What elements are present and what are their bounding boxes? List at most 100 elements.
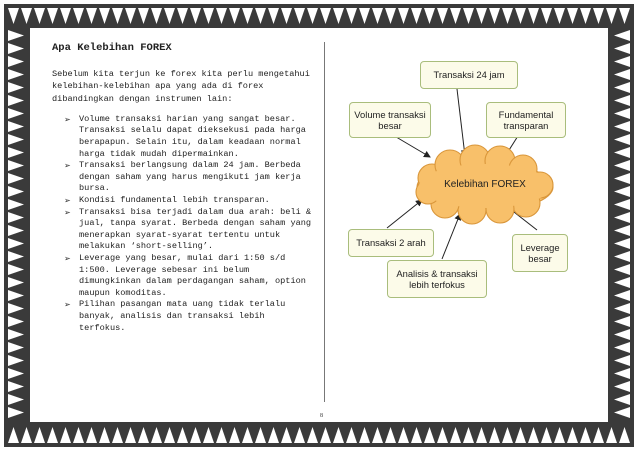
border-triangle xyxy=(614,238,630,249)
border-triangle xyxy=(60,8,71,24)
border-triangle xyxy=(125,427,136,443)
border-triangle xyxy=(8,329,24,340)
border-triangle xyxy=(203,427,214,443)
border-triangle xyxy=(86,8,97,24)
border-triangle xyxy=(8,69,24,80)
border-triangle xyxy=(372,427,383,443)
border-triangle xyxy=(333,8,344,24)
border-triangle xyxy=(614,251,630,262)
border-triangle xyxy=(614,69,630,80)
border-triangle xyxy=(346,8,357,24)
border-triangle xyxy=(359,427,370,443)
arrow-transaksi-24 xyxy=(456,88,468,157)
border-triangle xyxy=(614,303,630,314)
border-triangle xyxy=(614,329,630,340)
border-triangle xyxy=(8,427,19,443)
border-triangle xyxy=(203,8,214,24)
benefit-list: ➢Volume transaksi harian yang sangat bes… xyxy=(52,114,314,334)
border-triangle xyxy=(8,56,24,67)
border-triangle xyxy=(614,355,630,366)
arrow-bullet-icon: ➢ xyxy=(64,254,71,264)
arrow-bullet-icon: ➢ xyxy=(64,207,71,217)
border-triangle xyxy=(73,8,84,24)
border-triangle xyxy=(242,8,253,24)
border-triangle xyxy=(190,427,201,443)
border-triangle xyxy=(164,8,175,24)
border-triangle xyxy=(177,8,188,24)
border-triangle xyxy=(398,427,409,443)
node-analisis: Analisis & transaksi lebih terfokus xyxy=(387,260,487,298)
border-triangle xyxy=(614,160,630,171)
node-transaksi-2-arah: Transaksi 2 arah xyxy=(348,229,434,257)
border-triangle xyxy=(255,8,266,24)
border-triangle xyxy=(619,8,630,24)
border-triangle xyxy=(242,427,253,443)
page-number: 8 xyxy=(320,413,323,419)
border-triangle xyxy=(554,8,565,24)
page-content: Apa Kelebihan FOREX Sebelum kita terjun … xyxy=(30,28,608,422)
border-triangle xyxy=(614,277,630,288)
border-triangle xyxy=(8,342,24,353)
border-triangle xyxy=(614,43,630,54)
border-triangle xyxy=(8,277,24,288)
border-triangle xyxy=(614,212,630,223)
border-triangle xyxy=(8,368,24,379)
border-triangle xyxy=(580,427,591,443)
border-triangle xyxy=(515,427,526,443)
border-triangle xyxy=(99,8,110,24)
border-triangle xyxy=(411,8,422,24)
border-triangle xyxy=(320,8,331,24)
border-triangle xyxy=(60,427,71,443)
arrow-dua-arah xyxy=(386,199,423,229)
border-triangle xyxy=(476,427,487,443)
border-triangle xyxy=(8,212,24,223)
border-triangle xyxy=(614,407,630,418)
border-triangle xyxy=(614,225,630,236)
border-triangle xyxy=(614,121,630,132)
node-volume-transaksi: Volume transaksi besar xyxy=(349,102,431,138)
border-triangle xyxy=(8,199,24,210)
border-triangle xyxy=(476,8,487,24)
border-triangle xyxy=(8,355,24,366)
border-triangle xyxy=(614,368,630,379)
border-triangle xyxy=(580,8,591,24)
border-triangle xyxy=(21,8,32,24)
border-triangle xyxy=(8,173,24,184)
border-triangle xyxy=(34,427,45,443)
border-triangle xyxy=(8,95,24,106)
border-triangle xyxy=(614,56,630,67)
border-triangle xyxy=(138,8,149,24)
border-triangle xyxy=(502,8,513,24)
list-item: ➢Transaksi bisa terjadi dalam dua arah: … xyxy=(64,206,312,252)
node-leverage: Leverage besar xyxy=(512,234,568,272)
border-triangle xyxy=(333,427,344,443)
border-triangle xyxy=(614,134,630,145)
border-triangle xyxy=(8,147,24,158)
border-triangle xyxy=(593,427,604,443)
border-triangle xyxy=(86,427,97,443)
border-triangle xyxy=(489,8,500,24)
border-triangle xyxy=(614,342,630,353)
border-triangle xyxy=(450,427,461,443)
border-triangle xyxy=(255,427,266,443)
border-triangle xyxy=(281,427,292,443)
border-triangle xyxy=(8,43,24,54)
border-triangle xyxy=(614,82,630,93)
border-triangle xyxy=(593,8,604,24)
list-item: ➢Pilihan pasangan mata uang tidak terlal… xyxy=(64,299,286,333)
border-triangle xyxy=(502,427,513,443)
list-item: ➢Transaksi berlangsung dalam 24 jam. Ber… xyxy=(64,160,301,194)
border-triangle xyxy=(8,186,24,197)
arrow-bullet-icon: ➢ xyxy=(64,114,71,124)
border-triangle xyxy=(372,8,383,24)
border-triangle xyxy=(8,108,24,119)
column-divider xyxy=(324,42,325,402)
intro-paragraph: Sebelum kita terjun ke forex kita perlu … xyxy=(52,69,310,104)
border-triangle xyxy=(619,427,630,443)
border-triangle xyxy=(47,8,58,24)
border-triangle xyxy=(8,407,24,418)
border-triangle xyxy=(606,8,617,24)
border-triangle xyxy=(34,8,45,24)
border-triangle xyxy=(112,427,123,443)
border-triangle xyxy=(567,8,578,24)
